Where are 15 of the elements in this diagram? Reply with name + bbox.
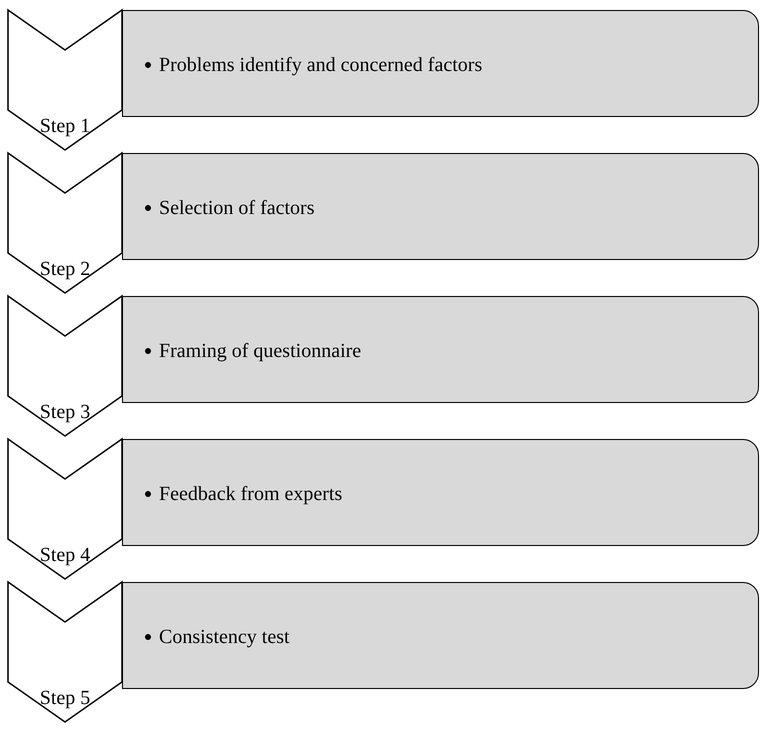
process-box <box>122 439 759 546</box>
step-label: Step 5 <box>38 686 92 710</box>
step-description: Consistency test <box>159 625 290 649</box>
process-box <box>122 582 759 689</box>
process-box <box>122 10 759 117</box>
step-label: Step 2 <box>38 257 92 281</box>
step-description: Framing of questionnaire <box>159 339 362 363</box>
step-label: Step 4 <box>38 543 92 567</box>
step-description: Problems identify and concerned factors <box>159 53 482 77</box>
step-label: Step 3 <box>38 400 92 424</box>
step-description: Feedback from experts <box>159 482 342 506</box>
step-description: Selection of factors <box>159 196 314 220</box>
step-label: Step 1 <box>38 114 92 138</box>
process-box <box>122 296 759 403</box>
process-box <box>122 153 759 260</box>
